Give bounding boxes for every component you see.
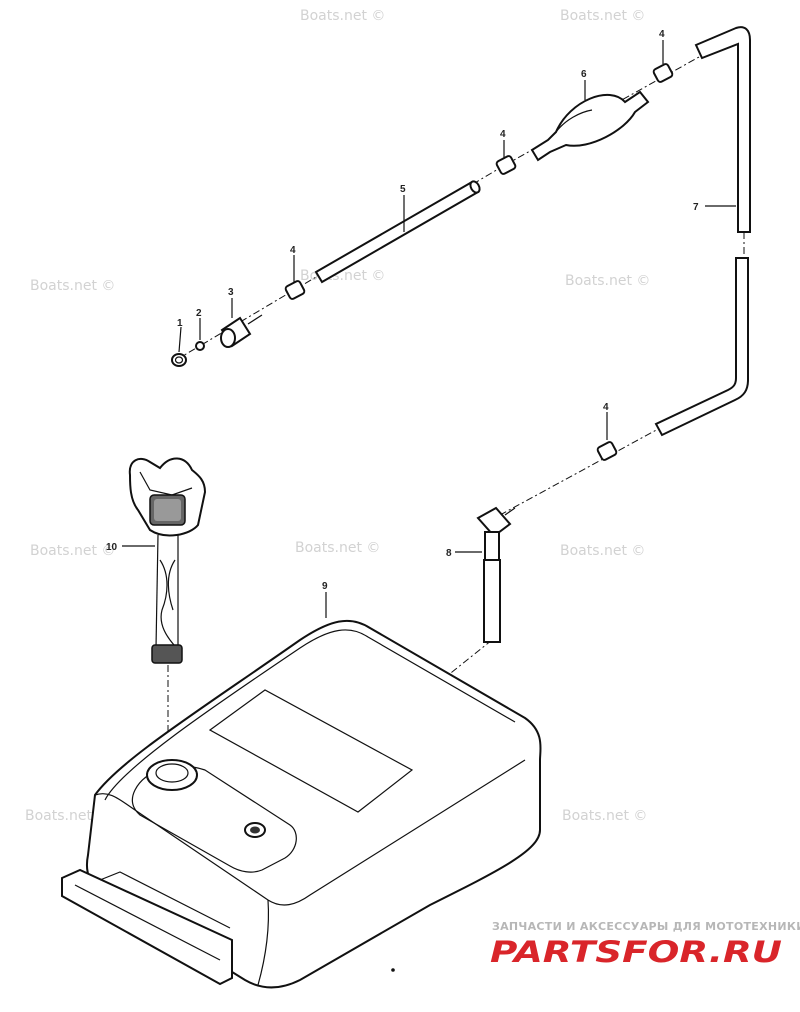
watermark-text: Boats.net © [560, 8, 645, 24]
watermark-text: Boats.net © [25, 808, 110, 824]
callout-label: 2 [196, 308, 202, 319]
callout-label: 1 [177, 318, 183, 329]
brand-logo-suffix: FOR.RU [622, 935, 782, 969]
fuel-hose-straight [314, 180, 481, 284]
callout-label: 9 [322, 581, 328, 592]
watermark-text: Boats.net © [30, 543, 115, 559]
callout-leaders [122, 40, 736, 618]
callout-label: 7 [693, 202, 699, 213]
fitting-small-parts [171, 314, 263, 367]
callout-label: 4 [603, 402, 609, 413]
callout-label: 5 [400, 184, 406, 195]
brand-logo-prefix: PARTS [490, 935, 622, 969]
fuel-tank [61, 619, 542, 989]
brand-banner: ЗАПЧАСТИ И АКСЕССУАРЫ ДЛЯ МОТОТЕХНИКИ PA… [490, 920, 800, 969]
callout-numbers: 1 2 3 4 4 4 4 5 6 7 8 9 10 [106, 29, 699, 592]
callout-label: 6 [581, 69, 587, 80]
callout-label: 3 [228, 287, 234, 298]
watermark-text: Boats.net © [295, 540, 380, 556]
watermark-text: Boats.net © [565, 273, 650, 289]
callout-label: 4 [290, 245, 296, 256]
callout-label: 8 [446, 548, 452, 559]
primer-bulb [530, 90, 650, 162]
watermark-text: Boats.net © [562, 808, 647, 824]
watermark-text: Boats.net © [30, 278, 115, 294]
hose-clamps [284, 63, 674, 461]
fuel-line-bent [654, 26, 751, 437]
watermark-text: Boats.net © [300, 8, 385, 24]
callout-label: 10 [106, 542, 118, 553]
watermark-text: Boats.net © [560, 543, 645, 559]
callout-label: 4 [500, 129, 506, 140]
brand-tagline: ЗАПЧАСТИ И АКСЕССУАРЫ ДЛЯ МОТОТЕХНИКИ [492, 920, 800, 933]
callout-label: 4 [659, 29, 665, 40]
fuel-gauge-assembly [128, 457, 207, 664]
tank-pickup-fitting [476, 506, 516, 643]
